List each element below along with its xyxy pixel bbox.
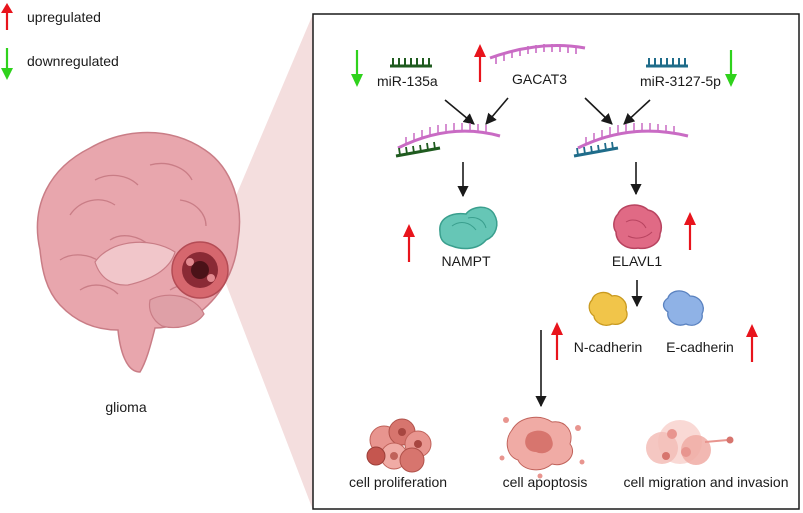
n-cadherin-up-arrow-icon bbox=[551, 322, 563, 360]
cell-apoptosis-icon bbox=[499, 416, 585, 479]
glioma-label: glioma bbox=[105, 399, 146, 415]
cell-proliferation-label: cell proliferation bbox=[349, 474, 447, 490]
gacat3-mir135a-complex-icon bbox=[395, 123, 501, 158]
mir-135a-icon bbox=[390, 58, 432, 68]
n-cadherin-protein-icon bbox=[588, 291, 628, 326]
mir-3127-down-arrow-icon bbox=[725, 50, 737, 87]
gacat3-up-arrow-icon bbox=[474, 44, 486, 82]
cell-migration-icon bbox=[646, 420, 734, 465]
e-cadherin-up-arrow-icon bbox=[746, 324, 758, 362]
n-cadherin-label: N-cadherin bbox=[574, 339, 642, 355]
elavl1-label: ELAVL1 bbox=[612, 253, 663, 269]
gacat3-mir3127-complex-icon bbox=[573, 123, 689, 158]
to-protein-arrows bbox=[457, 162, 642, 198]
binding-arrows bbox=[444, 97, 651, 125]
zoom-cone bbox=[213, 14, 313, 510]
e-cadherin-label: E-cadherin bbox=[666, 339, 734, 355]
legend: upregulated downregulated bbox=[1, 3, 119, 80]
brain-icon bbox=[36, 131, 241, 373]
mir-3127-5p-label: miR-3127-5p bbox=[640, 73, 721, 89]
cell-apoptosis-label: cell apoptosis bbox=[503, 474, 588, 490]
nampt-protein-icon bbox=[439, 206, 498, 250]
nampt-label: NAMPT bbox=[442, 253, 491, 269]
elavl1-protein-icon bbox=[613, 204, 662, 250]
cell-migration-label: cell migration and invasion bbox=[624, 474, 789, 490]
nampt-up-arrow-icon bbox=[403, 224, 415, 262]
legend-downregulated-label: downregulated bbox=[27, 53, 119, 69]
legend-up-arrow-icon bbox=[1, 3, 13, 30]
cell-proliferation-icon bbox=[366, 418, 432, 473]
gacat3-label: GACAT3 bbox=[512, 71, 567, 87]
gacat3-rna-icon bbox=[489, 44, 586, 64]
mir-135a-down-arrow-icon bbox=[351, 50, 363, 87]
tumor-icon bbox=[171, 241, 229, 299]
mir-135a-label: miR-135a bbox=[377, 73, 438, 89]
legend-upregulated-label: upregulated bbox=[27, 9, 101, 25]
elavl1-up-arrow-icon bbox=[684, 212, 696, 250]
mir-3127-5p-icon bbox=[646, 58, 688, 68]
legend-down-arrow-icon bbox=[1, 48, 13, 80]
e-cadherin-protein-icon bbox=[662, 290, 704, 326]
